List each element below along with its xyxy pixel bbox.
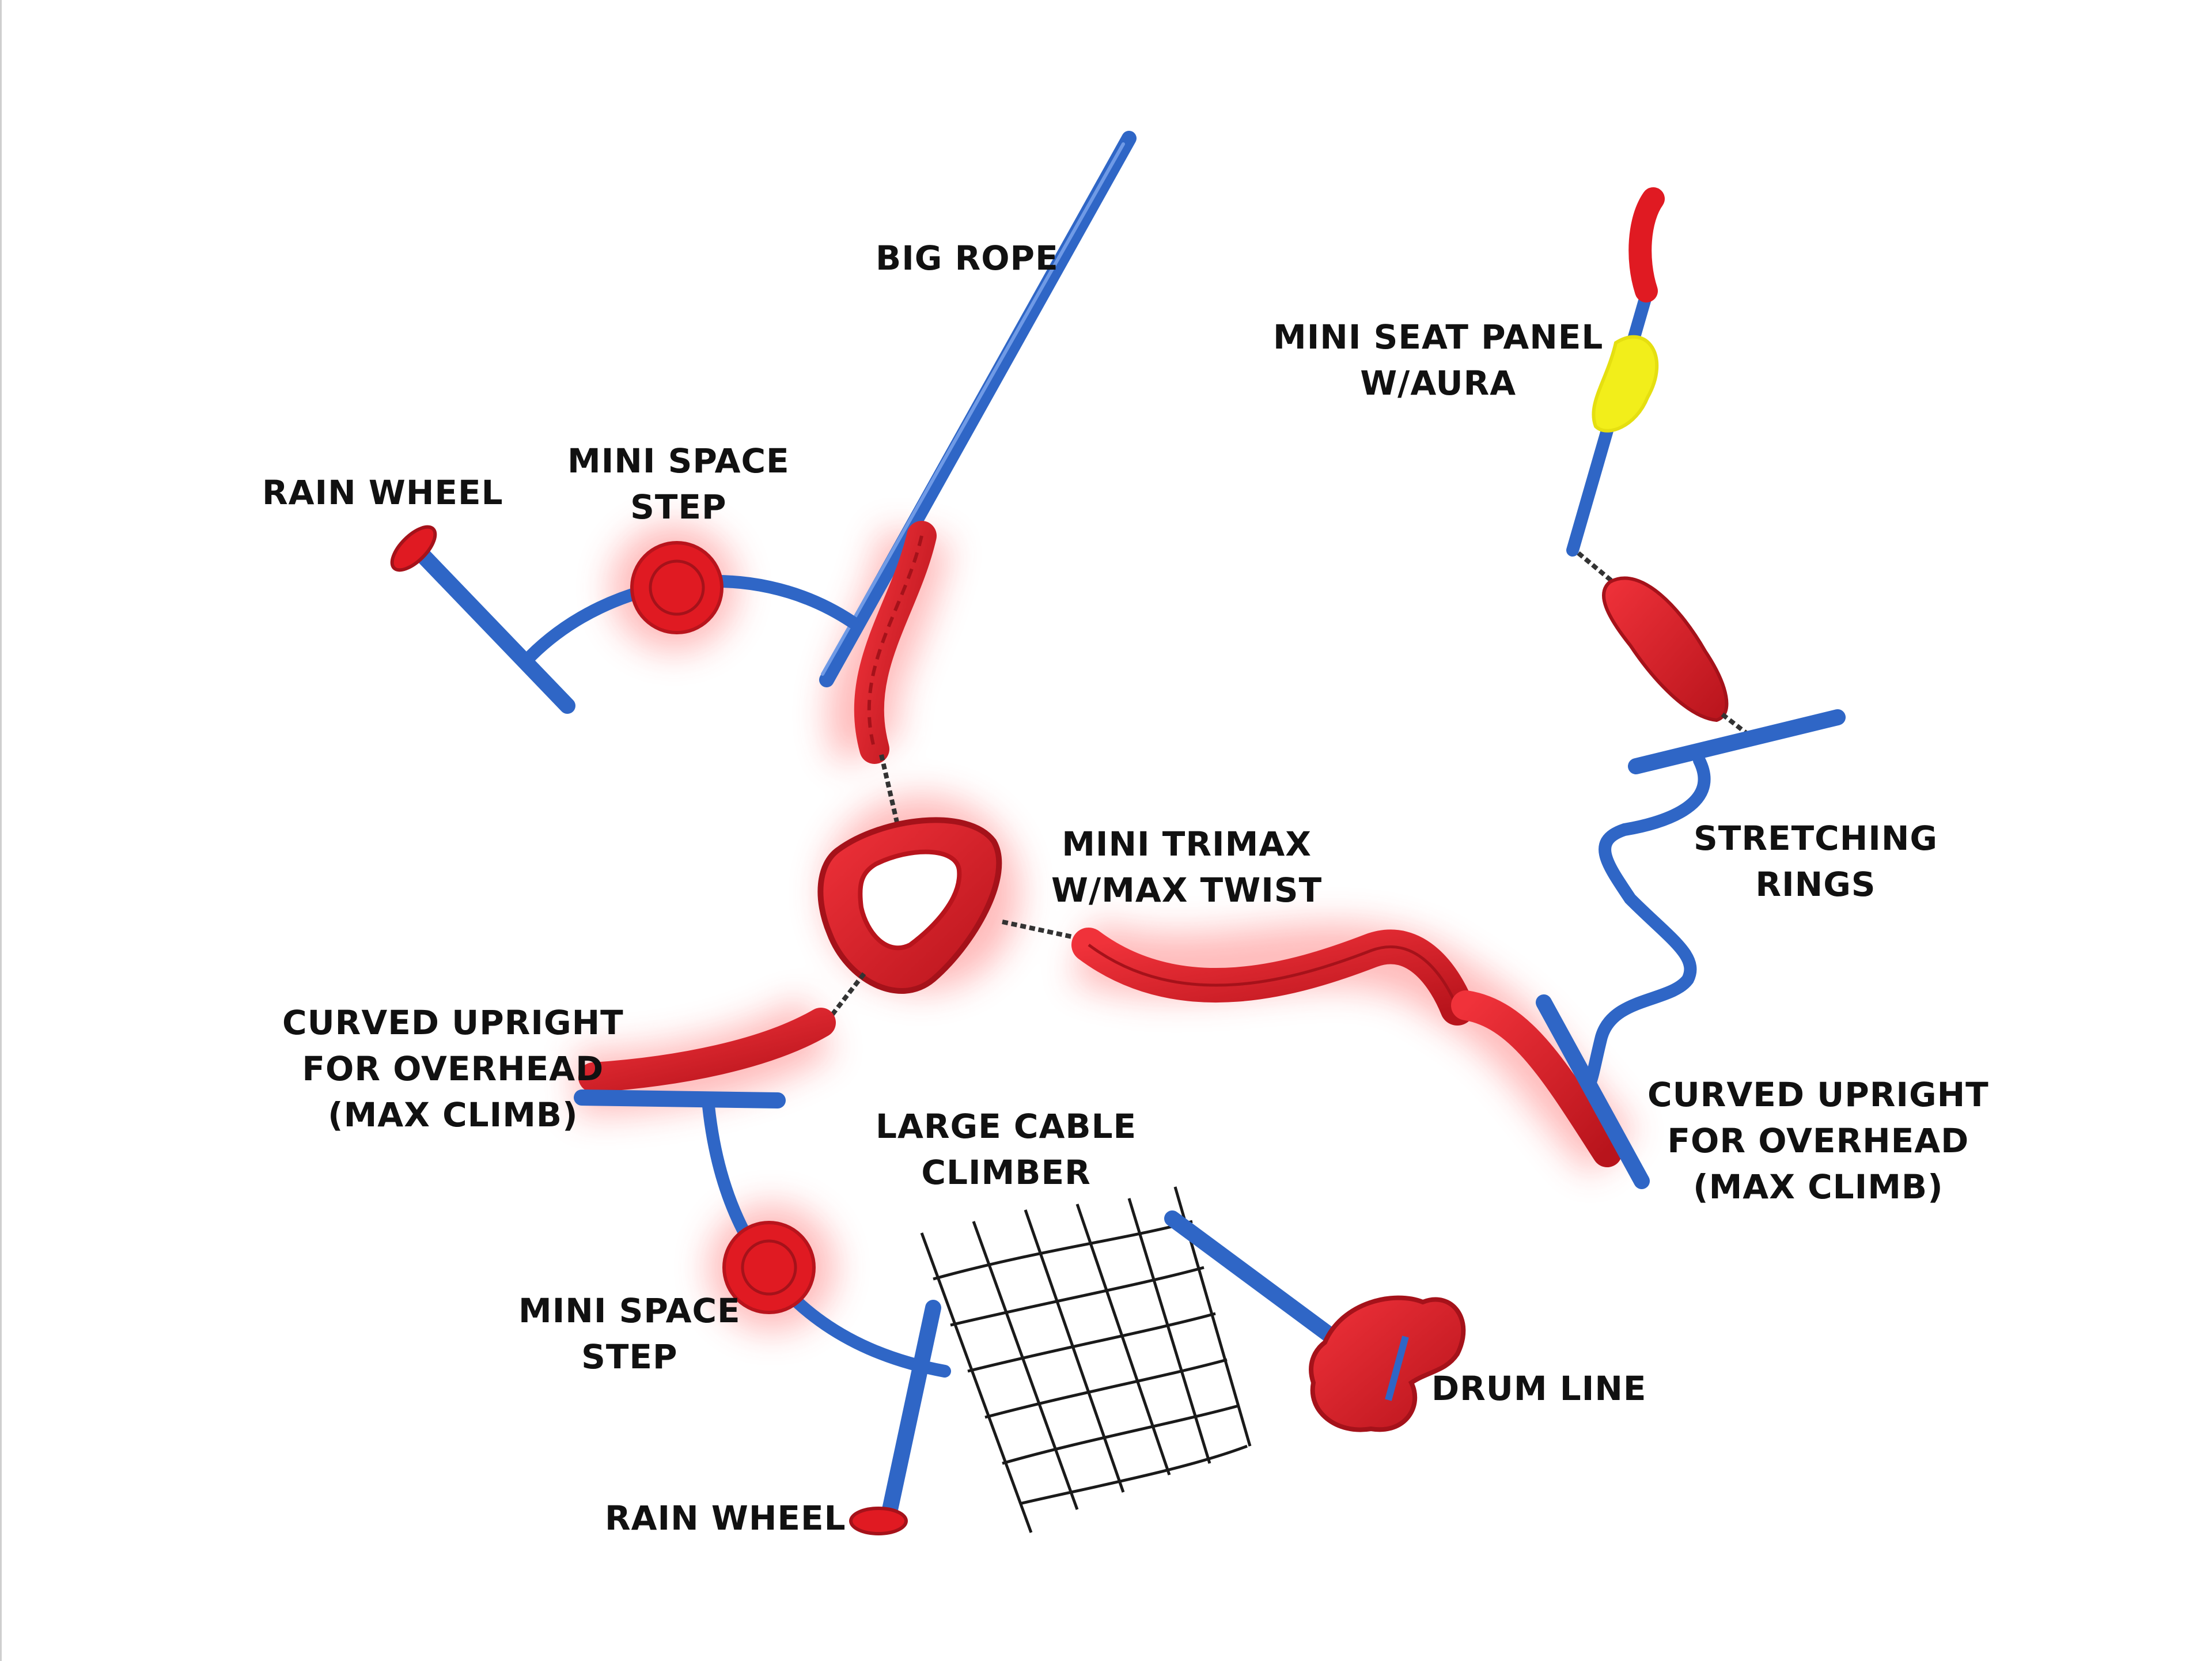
label-curved-upright-right-line-2: FOR OVERHEAD (1667, 1121, 1969, 1160)
stretching-rings-red (1602, 576, 1729, 722)
label-mini-space-step-top-line-1: MINI SPACE (567, 441, 790, 480)
big-rope-post-highlight (821, 142, 1125, 676)
label-curved-upright-left: CURVED UPRIGHT FOR OVERHEAD (MAX CLIMB) (282, 1000, 624, 1138)
label-mini-space-step-bottom: MINI SPACE STEP (518, 1288, 741, 1380)
trimax-chain-left (821, 972, 866, 1027)
rings-crossbar (1628, 709, 1846, 774)
label-curved-upright-right-line-1: CURVED UPRIGHT (1647, 1075, 1989, 1114)
right-curved-upright-assembly (1071, 928, 1650, 1189)
mini-space-step-top (630, 541, 724, 634)
mini-space-step-bottom (722, 1221, 816, 1314)
label-curved-upright-left-line-2: FOR OVERHEAD (302, 1049, 604, 1088)
rain-wheel-bottom (849, 1507, 908, 1535)
label-large-cable-climber: LARGE CABLE CLIMBER (876, 1103, 1137, 1195)
seat-panel-red-top (1628, 187, 1665, 302)
label-mini-seat-panel-line-2: W/AURA (1360, 364, 1517, 403)
label-mini-seat-panel: MINI SEAT PANEL W/AURA (1273, 314, 1603, 406)
big-rope-post (819, 131, 1137, 687)
rings-chain-top (1577, 551, 1615, 584)
rain-wheel-top (390, 525, 437, 572)
mini-trimax-assembly (817, 754, 1084, 1027)
label-mini-seat-panel-line-1: MINI SEAT PANEL (1273, 317, 1604, 357)
curved-upright-right-red (1451, 990, 1622, 1167)
big-rope-assembly (819, 131, 1137, 764)
curved-upright-left-red (578, 1008, 836, 1092)
label-rain-wheel-top: RAIN WHEEL (262, 470, 503, 516)
label-curved-upright-left-line-1: CURVED UPRIGHT (282, 1003, 624, 1042)
rings-curved-pipe (1584, 754, 1711, 1089)
stretching-rings-assembly (1577, 551, 1846, 1089)
label-big-rope: BIG ROPE (876, 235, 1059, 281)
label-mini-trimax: MINI TRIMAX W/MAX TWIST (1051, 821, 1322, 913)
label-curved-upright-left-line-3: (MAX CLIMB) (328, 1095, 578, 1134)
label-rain-wheel-bottom: RAIN WHEEL (605, 1495, 846, 1541)
label-mini-space-step-top-line-2: STEP (630, 487, 727, 527)
label-drum-line-line-1: DRUM LINE (1431, 1369, 1647, 1408)
mini-trimax-hole (858, 849, 962, 951)
label-mini-trimax-line-1: MINI TRIMAX (1062, 824, 1312, 864)
drum-line-drums (1309, 1295, 1466, 1432)
label-rain-wheel-bottom-line-1: RAIN WHEEL (605, 1499, 846, 1538)
large-cable-climber-net (920, 1186, 1252, 1533)
aura-yellow-panel (1592, 335, 1659, 433)
label-stretching-rings-line-2: RINGS (1755, 865, 1876, 904)
trimax-chain-top (879, 754, 901, 830)
left-curved-upright-assembly (574, 1008, 951, 1535)
rain-wheel-top-post (415, 548, 575, 714)
curved-upright-left-beam (574, 1089, 786, 1108)
label-mini-space-step-bottom-line-2: STEP (581, 1337, 678, 1376)
label-curved-upright-right-line-3: (MAX CLIMB) (1693, 1167, 1944, 1206)
label-big-rope-line-1: BIG ROPE (876, 239, 1059, 278)
drum-line-assembly (1164, 1210, 1466, 1432)
rings-chain-bottom (1721, 712, 1750, 737)
label-large-cable-climber-line-1: LARGE CABLE (876, 1107, 1137, 1146)
label-drum-line: DRUM LINE (1431, 1365, 1647, 1412)
label-rain-wheel-top-line-1: RAIN WHEEL (262, 473, 503, 512)
label-mini-trimax-line-2: W/MAX TWIST (1051, 871, 1323, 910)
mini-seat-panel-assembly (1566, 187, 1665, 557)
label-stretching-rings: STRETCHING RINGS (1694, 815, 1938, 907)
trimax-chain-right (1002, 920, 1084, 941)
label-mini-space-step-bottom-line-1: MINI SPACE (518, 1291, 741, 1330)
curved-upright-right-beam (1536, 994, 1650, 1189)
label-mini-space-step-top: MINI SPACE STEP (567, 438, 790, 530)
left-edge-rule (0, 0, 2, 1661)
label-curved-upright-right: CURVED UPRIGHT FOR OVERHEAD (MAX CLIMB) (1647, 1072, 1989, 1210)
label-large-cable-climber-line-2: CLIMBER (921, 1153, 1091, 1192)
label-stretching-rings-line-1: STRETCHING (1694, 819, 1938, 858)
top-left-arc-assembly (390, 525, 859, 714)
rain-wheel-bottom-post (882, 1300, 941, 1518)
